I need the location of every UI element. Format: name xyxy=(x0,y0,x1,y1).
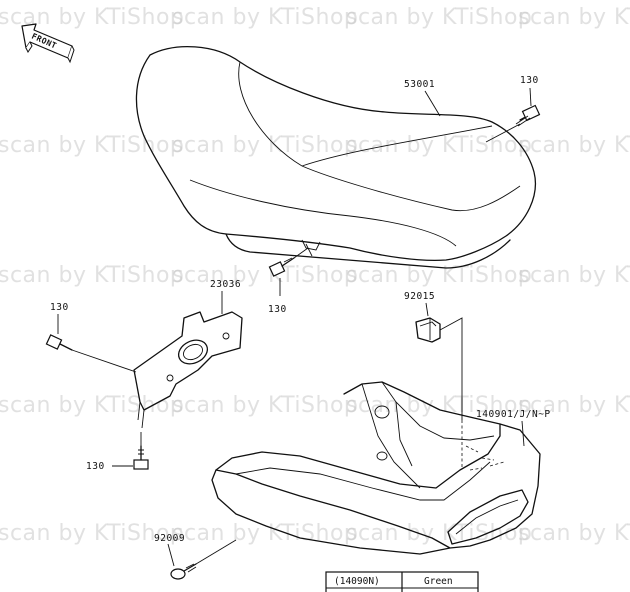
watermark-text: scan by KTiShop xyxy=(172,521,358,546)
bracket-part xyxy=(133,311,243,429)
leader-line xyxy=(293,247,309,259)
leader-line xyxy=(529,87,532,107)
watermark-text: scan by KTiShop xyxy=(172,263,358,288)
watermark-text: scan by KTiShop xyxy=(0,393,184,418)
bolt-icon xyxy=(515,104,541,127)
leader-line xyxy=(424,90,441,117)
watermark-text: scan by KTiShop xyxy=(172,133,358,158)
part-number-23036: 23036 xyxy=(210,279,241,290)
watermark-text: scan by KTiShop xyxy=(346,5,532,30)
watermark-text: scan by KTiShop xyxy=(346,393,532,418)
watermark-text: scan by KTiShop xyxy=(0,263,184,288)
screw-icon xyxy=(170,563,197,580)
part-number-130: 130 xyxy=(268,304,287,315)
clip-part xyxy=(415,317,441,343)
watermark-text: scan by KTiShop xyxy=(346,133,532,158)
part-number-130: 130 xyxy=(86,461,105,472)
part-number-130: 130 xyxy=(520,75,539,86)
watermark-text: scan by KTiShop xyxy=(518,133,630,158)
bolt-icon xyxy=(45,334,73,351)
leader-line xyxy=(439,317,463,420)
watermark-layer: scan by KTiShop scan by KTiShop scan by … xyxy=(0,5,630,546)
leader-line xyxy=(425,302,429,317)
seat-part xyxy=(135,46,536,269)
leader-line xyxy=(485,123,521,143)
leader-line xyxy=(167,543,175,567)
color-table: (14090N) Green xyxy=(325,571,479,592)
bolt-icon xyxy=(268,257,295,277)
watermark-text: scan by KTiShop xyxy=(0,521,184,546)
leader-line xyxy=(71,349,137,373)
bolt-icon xyxy=(133,445,149,470)
part-number-140901: 140901/J/N~P xyxy=(476,409,551,420)
leader-line xyxy=(195,539,237,565)
table-cell-code: (14090N) xyxy=(334,576,380,587)
watermark-text: scan by KTiShop xyxy=(172,5,358,30)
watermark-text: scan by KTiShop xyxy=(0,133,184,158)
table-cell-color: Green xyxy=(424,576,453,587)
seat-cowl-part xyxy=(211,381,541,555)
part-number-53001: 53001 xyxy=(404,79,435,90)
part-number-92015: 92015 xyxy=(404,291,435,302)
watermark-text: scan by KTiShop xyxy=(518,263,630,288)
part-number-92009: 92009 xyxy=(154,533,185,544)
watermark-text: scan by KTiShop xyxy=(518,521,630,546)
watermark-text: scan by KTiShop xyxy=(518,393,630,418)
part-number-130: 130 xyxy=(50,302,69,313)
watermark-text: scan by KTiShop xyxy=(346,263,532,288)
watermark-text: scan by KTiShop xyxy=(172,393,358,418)
leader-line xyxy=(521,420,525,447)
watermark-text: scan by KTiShop xyxy=(518,5,630,30)
